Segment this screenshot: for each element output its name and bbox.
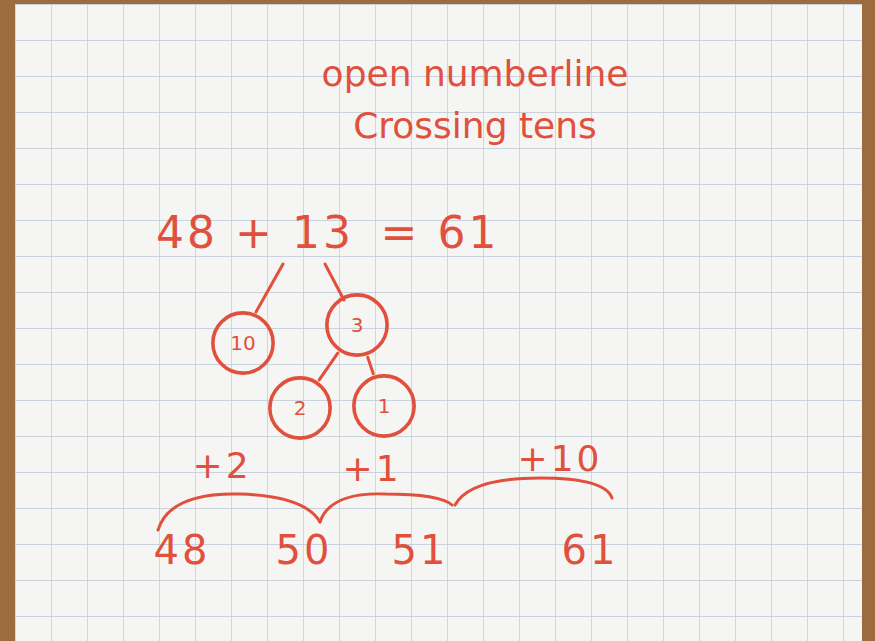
part-circle: 2 [267, 375, 333, 441]
number-label: 51 [392, 527, 449, 573]
number-label: = 61 [381, 207, 500, 258]
part-number: 2 [267, 375, 333, 441]
split-line [325, 264, 344, 300]
jump-arc [455, 478, 612, 505]
part-number: 3 [324, 292, 390, 358]
part-number: 10 [210, 310, 276, 376]
paper [15, 4, 862, 641]
part-circle: 10 [210, 310, 276, 376]
number-label: 48 + 13 [156, 207, 354, 258]
split-line [368, 357, 373, 373]
split-line [256, 264, 283, 312]
number-label: +1 [342, 448, 401, 489]
jump-arc [320, 494, 452, 522]
part-circle: 3 [324, 292, 390, 358]
number-label: 48 [154, 527, 211, 573]
part-circle: 1 [351, 373, 417, 439]
number-label: +10 [518, 438, 603, 479]
number-label: 50 [276, 527, 333, 573]
number-label: +2 [192, 445, 251, 486]
number-label: 61 [562, 527, 619, 573]
title: open numberline Crossing tens [305, 48, 645, 152]
part-number: 1 [351, 373, 417, 439]
grid-lines [15, 4, 862, 641]
split-line [319, 353, 338, 380]
jump-arc [158, 494, 320, 530]
